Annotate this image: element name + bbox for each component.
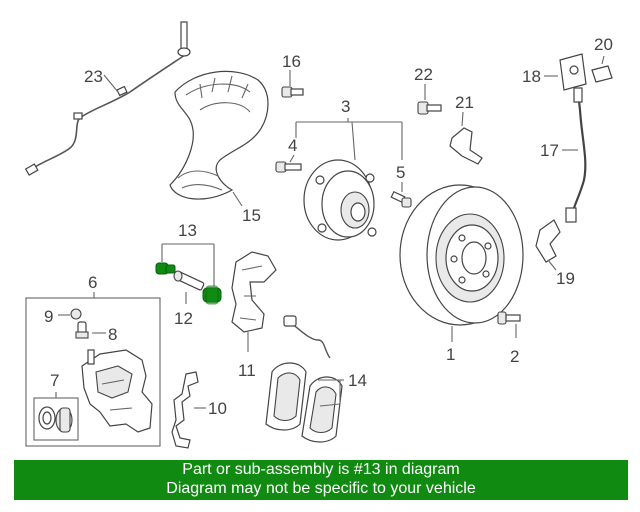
callout-20: 20 — [594, 35, 613, 54]
callout-3: 3 — [341, 97, 350, 116]
part-13-guide-pin-kit[interactable] — [155, 262, 222, 305]
part-22-bolt[interactable] — [417, 101, 442, 115]
seal-kit-box — [33, 397, 79, 441]
caliper-assembly-box — [25, 297, 161, 447]
part-7-seal-kit[interactable] — [38, 406, 73, 433]
callout-13: 13 — [178, 221, 197, 240]
part-9-cap[interactable] — [70, 308, 82, 320]
part-5-bolt[interactable] — [390, 190, 412, 208]
callout-8: 8 — [108, 325, 117, 344]
callout-19: 19 — [556, 269, 575, 288]
callout-4: 4 — [288, 136, 297, 155]
callout-21: 21 — [455, 93, 474, 112]
part-15-splash-shield[interactable] — [169, 70, 269, 200]
callout-16: 16 — [282, 52, 301, 71]
banner-line-2: Diagram may not be specific to your vehi… — [166, 480, 476, 497]
callout-23: 23 — [84, 67, 103, 86]
callout-5: 5 — [396, 163, 405, 182]
callout-18: 18 — [522, 67, 541, 86]
callout-22: 22 — [414, 65, 433, 84]
callout-10: 10 — [208, 399, 227, 418]
part-18-bracket[interactable] — [559, 53, 587, 91]
part-19-bracket[interactable] — [535, 219, 561, 263]
part-12-guide-pin[interactable] — [173, 270, 205, 291]
callout-11: 11 — [238, 361, 256, 380]
part-3-hub-bearing[interactable] — [303, 159, 377, 241]
callout-9: 9 — [44, 307, 53, 326]
part-10-spring-clip[interactable] — [171, 371, 199, 449]
part-2-screw[interactable] — [497, 311, 521, 325]
part-23-sensor-wire[interactable] — [24, 21, 191, 176]
part-8-bleeder[interactable] — [75, 321, 89, 339]
callout-15: 15 — [242, 206, 261, 225]
part-11-caliper-bracket[interactable] — [231, 251, 277, 333]
part-14-brake-pads[interactable] — [265, 315, 343, 443]
banner-line-1: Part or sub-assembly is #13 in diagram — [182, 461, 460, 478]
callout-12: 12 — [174, 309, 193, 328]
part-20-clip[interactable] — [591, 65, 613, 83]
callout-17: 17 — [540, 141, 559, 160]
part-6-caliper[interactable] — [81, 349, 153, 433]
part-1-brake-rotor[interactable] — [399, 184, 524, 326]
part-16-bolt[interactable] — [281, 86, 304, 98]
callout-14: 14 — [348, 371, 367, 390]
part-17-brake-hose[interactable] — [565, 87, 587, 223]
info-banner: Part or sub-assembly is #13 in diagram D… — [14, 460, 628, 500]
callout-2: 2 — [510, 347, 519, 366]
callout-7: 7 — [50, 371, 59, 390]
part-4-bolt[interactable] — [275, 161, 302, 173]
part-21-sensor[interactable] — [449, 127, 483, 165]
callout-1: 1 — [446, 345, 455, 364]
callout-6: 6 — [88, 273, 97, 292]
